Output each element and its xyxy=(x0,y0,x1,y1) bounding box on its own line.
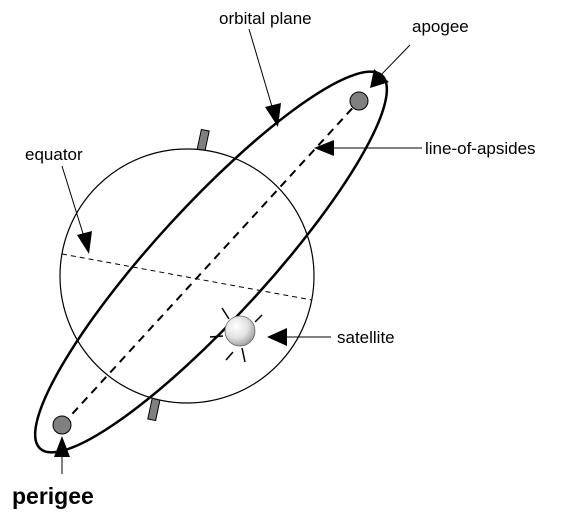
equator-label: equator xyxy=(25,145,83,164)
orbital-plane-label: orbital plane xyxy=(219,9,312,28)
perigee-label: perigee xyxy=(12,483,94,509)
apogee-marker xyxy=(350,92,368,110)
apogee-arrow xyxy=(370,45,410,88)
orbital-plane-arrow xyxy=(249,29,281,127)
perigee-arrow xyxy=(54,436,70,474)
south-pole-axis-stub xyxy=(148,397,160,420)
satellite-label: satellite xyxy=(337,328,395,347)
perigee-marker xyxy=(53,416,71,434)
apogee-label: apogee xyxy=(412,17,469,36)
line-of-apsides-label: line-of-apsides xyxy=(425,139,536,158)
